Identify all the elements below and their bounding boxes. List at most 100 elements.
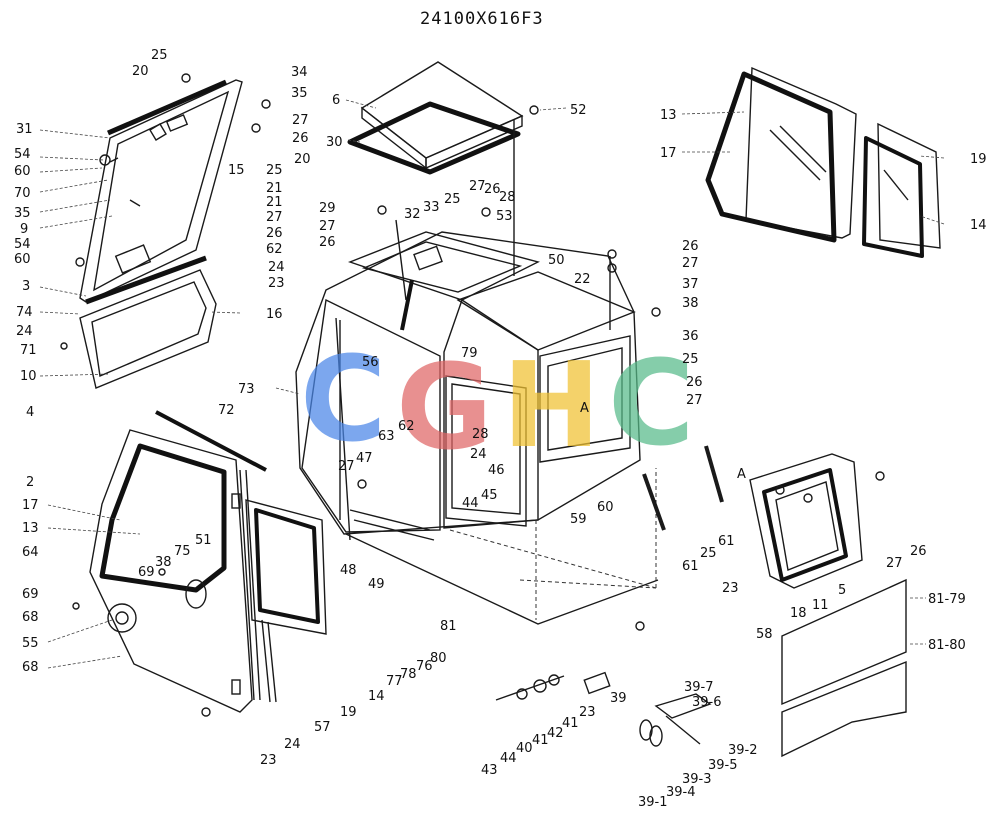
part-label: 33 [423,200,440,215]
part-label: 56 [362,355,379,370]
side-glass-13-17 [705,66,857,243]
part-label: 36 [682,329,699,344]
part-label: 24 [268,260,285,275]
part-label: 78 [400,667,417,682]
part-label: 30 [326,135,343,150]
part-label: 60 [597,500,614,515]
watermark-letter: C [300,330,387,468]
part-label: 39 [610,691,627,706]
part-label: 27 [886,556,903,571]
part-label: 27 [319,219,336,234]
part-label: 62 [266,242,283,257]
part-label: 73 [238,382,255,397]
part-label: 16 [266,307,283,322]
part-label: 71 [20,343,37,358]
part-label: 23 [260,753,277,768]
part-label: 70 [14,186,31,201]
line-art [39,61,945,758]
part-label: 79 [461,346,478,361]
part-label: 22 [574,272,591,287]
part-label: 23 [579,705,596,720]
part-label: 60 [14,164,31,179]
part-label: 47 [356,451,373,466]
part-label: 26 [266,226,283,241]
part-label: 23 [722,581,739,596]
part-label: 27 [266,210,283,225]
watermark-letter: C [608,334,695,472]
part-label: 61 [682,559,699,574]
part-label: 14 [970,218,987,233]
part-label: 17 [22,498,39,513]
lower-glass-16 [79,269,217,389]
cab-door [89,410,267,713]
part-label: 19 [340,705,357,720]
part-label: 41 [532,733,549,748]
part-label: 40 [516,741,533,756]
part-label: 57 [314,720,331,735]
part-label: 25 [151,48,168,63]
part-label: 38 [155,555,172,570]
leader-lines [39,99,945,669]
part-label: 27 [686,393,703,408]
part-label: 63 [378,429,395,444]
part-label: 37 [682,277,699,292]
part-label: 20 [294,152,311,167]
part-label: A [580,401,589,416]
part-label: 27 [292,113,309,128]
part-label: 64 [22,545,39,560]
part-label: 15 [228,163,245,178]
part-label: 26 [682,239,699,254]
panels-81 [781,578,907,758]
part-label: 10 [20,369,37,384]
part-label: 45 [481,488,498,503]
part-label: 48 [340,563,357,578]
part-label: 39-4 [666,785,696,800]
part-label: 54 [14,147,31,162]
part-label: 69 [22,587,39,602]
part-label: 32 [404,207,421,222]
part-label: 26 [910,544,927,559]
fasteners [60,73,885,717]
part-label: 69 [138,565,155,580]
part-label: 26 [484,182,501,197]
part-label: 43 [481,763,498,778]
part-label: 5 [838,583,846,598]
part-label: 19 [970,152,987,167]
part-label: 13 [660,108,677,123]
part-label: 17 [660,146,677,161]
part-label: 74 [16,305,33,320]
part-label: A [737,467,746,482]
part-label: 28 [499,190,516,205]
part-label: 29 [319,201,336,216]
part-label: 18 [790,606,807,621]
part-label: 24 [16,324,33,339]
part-label: 38 [682,296,699,311]
part-label: 27 [469,179,486,194]
part-label: 75 [174,544,191,559]
part-label: 9 [20,222,28,237]
part-label: 39-6 [692,695,722,710]
part-label: 46 [488,463,505,478]
side-glass-14-19 [862,122,941,258]
part-label: 39-7 [684,680,714,695]
part-label: 2 [26,475,34,490]
part-label: 26 [319,235,336,250]
part-label: 81-79 [928,592,966,607]
part-label: 72 [218,403,235,418]
part-label: 3 [22,279,30,294]
part-label: 81 [440,619,457,634]
part-label: 52 [570,103,587,118]
part-label: 27 [682,256,699,271]
part-label: 53 [496,209,513,224]
part-label: 35 [291,86,308,101]
part-label: 61 [718,534,735,549]
part-label: 55 [22,636,39,651]
part-label: 26 [686,375,703,390]
part-label: 51 [195,533,212,548]
part-label: 49 [368,577,385,592]
watermark-letter: H [502,336,601,474]
part-label: 23 [268,276,285,291]
part-label: 68 [22,610,39,625]
part-label: 11 [812,598,829,613]
